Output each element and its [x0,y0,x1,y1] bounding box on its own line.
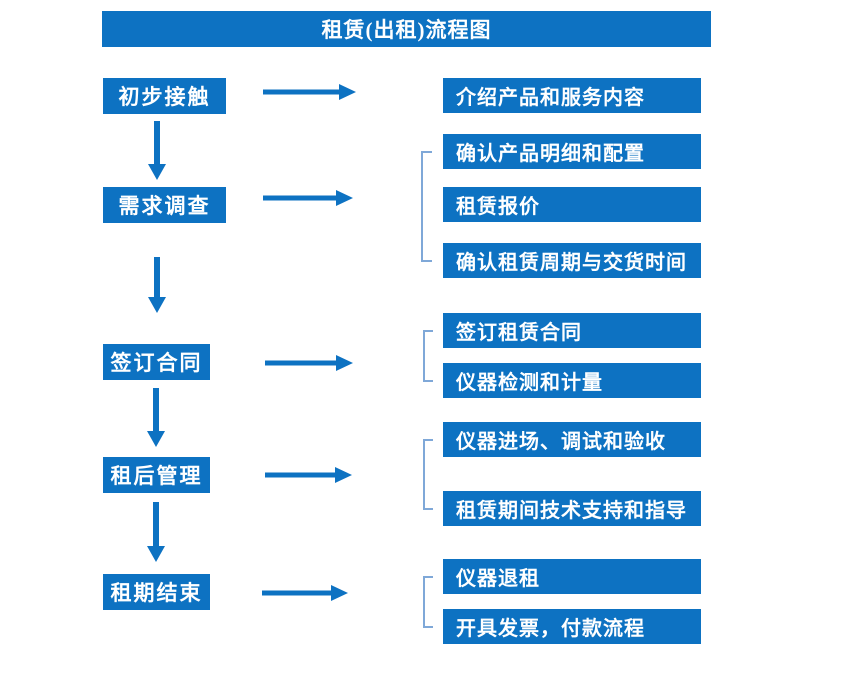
arrow-down-4 [147,502,165,562]
arrow-post-rental-right [265,467,352,483]
step-box-post-rental: 租后管理 [103,457,210,493]
arrow-rental-end-right [262,585,348,601]
detail-box-tech-support: 租赁期间技术支持和指导 [443,491,701,526]
bracket-rental-end-details [423,576,433,628]
bracket-sign-contract-details [423,330,433,382]
arrow-demand-survey-right [263,190,353,206]
detail-box-invoice-payment: 开具发票，付款流程 [443,609,701,644]
detail-box-instrument-entry: 仪器进场、调试和验收 [443,422,701,457]
bracket-post-rental-details [423,439,433,510]
step-box-rental-end: 租期结束 [103,574,210,610]
bracket-demand-survey-details [421,151,432,262]
detail-box-confirm-period: 确认租赁周期与交货时间 [443,243,701,278]
arrow-down-3 [147,388,165,447]
step-box-initial-contact: 初步接触 [103,78,226,114]
arrow-down-2 [148,257,166,313]
flowchart-title: 租赁(出租)流程图 [102,11,711,47]
detail-box-introduce-products: 介绍产品和服务内容 [443,78,701,113]
step-box-sign-contract: 签订合同 [103,344,210,380]
arrow-initial-contact-right [263,84,356,100]
arrow-down-1 [148,121,166,180]
detail-box-instrument-testing: 仪器检测和计量 [443,363,701,398]
detail-box-instrument-return: 仪器退租 [443,559,701,594]
detail-box-confirm-details: 确认产品明细和配置 [443,134,701,169]
detail-box-sign-rental-contract: 签订租赁合同 [443,313,701,348]
detail-box-rental-quote: 租赁报价 [443,187,701,222]
arrow-sign-contract-right [265,355,353,371]
step-box-demand-survey: 需求调查 [103,187,226,223]
